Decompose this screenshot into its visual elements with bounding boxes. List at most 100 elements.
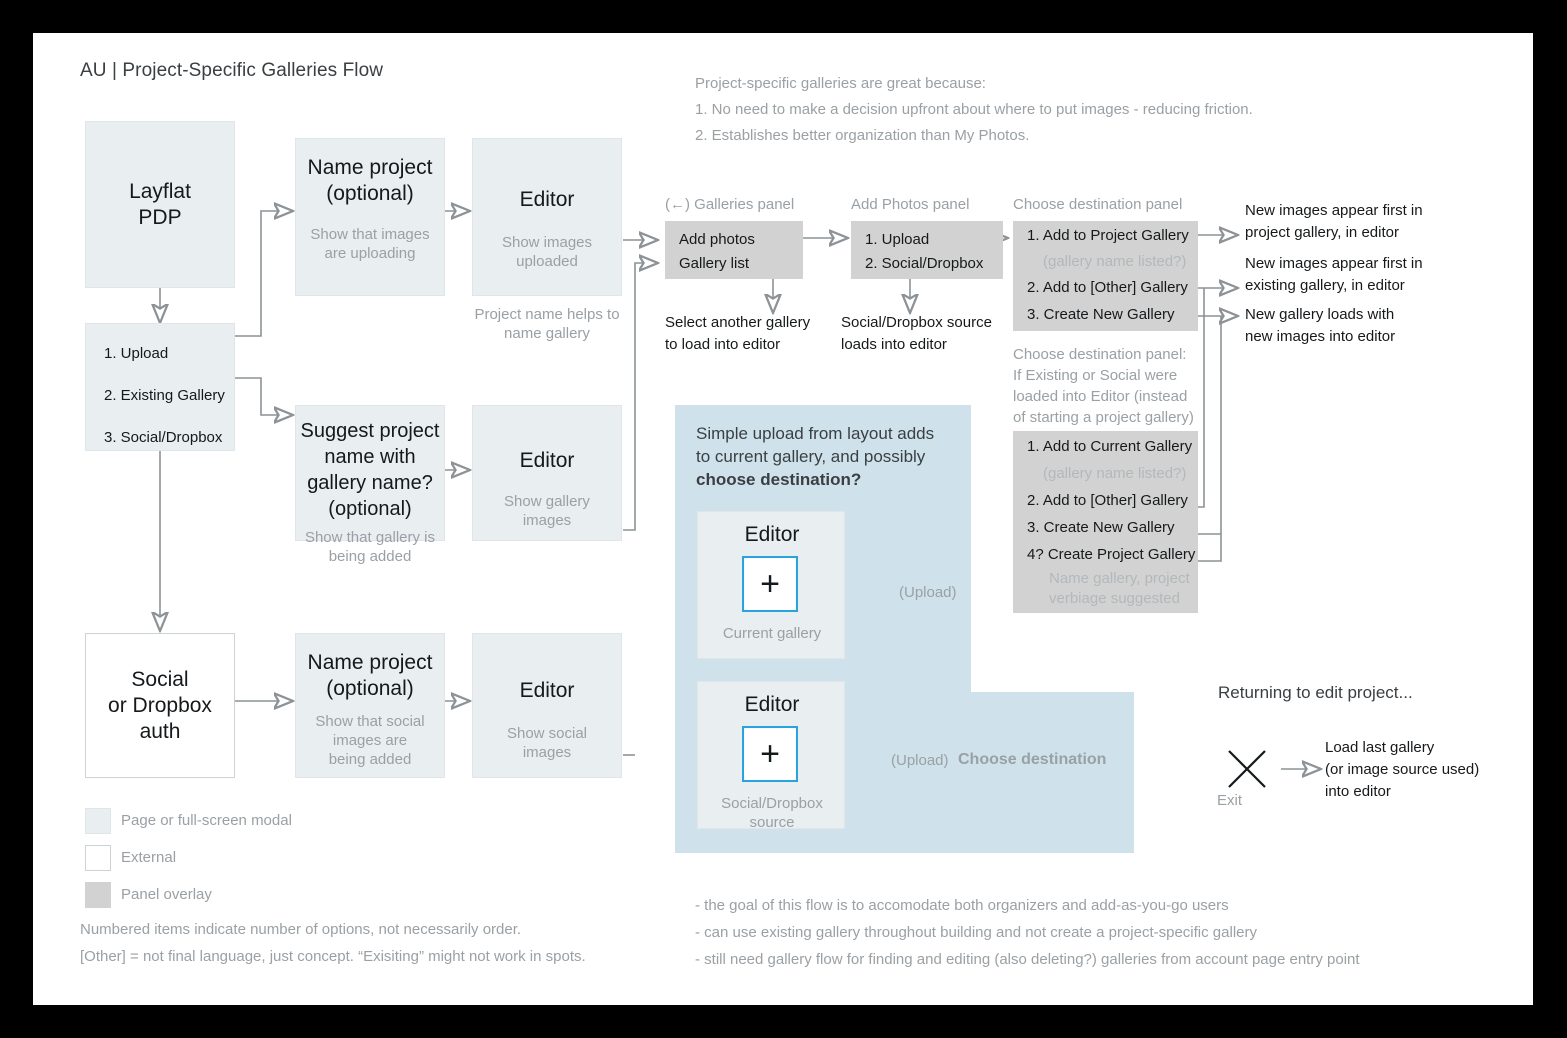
- galleries-panel-note-line2: to load into editor: [665, 336, 781, 353]
- simple-upload-heading-line2: to current gallery, and possibly: [696, 447, 926, 466]
- intro-line-2: 2. Establishes better organization than …: [695, 127, 1030, 144]
- simple-upload-card-2-caption: Social/Dropbox source: [721, 795, 823, 831]
- plus-icon-2: +: [760, 735, 780, 773]
- plus-icon-1: +: [760, 565, 780, 603]
- node-name-project-upload-sub-line2: are uploading: [324, 245, 416, 262]
- returning-heading: Returning to edit project...: [1218, 683, 1413, 702]
- node-editor-upload[interactable]: Editor Show images uploaded: [472, 138, 622, 296]
- simple-upload-card-social-source[interactable]: Editor + Social/Dropbox source: [697, 681, 845, 831]
- add-photos-panel-item-social[interactable]: 2. Social/Dropbox: [865, 255, 984, 272]
- outcome-2-line2: existing gallery, in editor: [1245, 277, 1405, 294]
- simple-upload-card-1-caption: Current gallery: [722, 625, 822, 642]
- node-name-project-upload-title-line1: Name project: [307, 156, 433, 179]
- legend-note-line2: [Other] = not final language, just conce…: [80, 948, 586, 965]
- node-name-project-social[interactable]: Name project (optional) Show that social…: [295, 633, 445, 778]
- intro-line-1: 1. No need to make a decision upfront ab…: [695, 101, 1253, 118]
- legend-swatch-panel: [85, 882, 111, 908]
- node-editor-gallery[interactable]: Editor Show gallery images: [472, 405, 622, 541]
- simple-upload-card-2-title: Editor: [744, 693, 800, 716]
- destination-b-item-create-project-sub-line1: Name gallery, project: [1049, 570, 1190, 587]
- node-social-auth-title-line2: or Dropbox: [108, 693, 212, 717]
- node-editor-upload-title: Editor: [519, 188, 575, 211]
- node-name-project-upload-sub-line1: Show that images: [310, 226, 430, 243]
- node-name-project-social-title-line2: (optional): [326, 677, 414, 700]
- add-photos-panel-item-upload[interactable]: 1. Upload: [865, 231, 930, 248]
- galleries-panel[interactable]: Add photos Gallery list: [665, 221, 803, 279]
- destination-b-item-current-gallery[interactable]: 1. Add to Current Gallery: [1027, 438, 1193, 455]
- legend-label-external: External: [121, 849, 177, 866]
- destination-panel-a[interactable]: 1. Add to Project Gallery (gallery name …: [1013, 221, 1198, 331]
- node-layflat-pdp-title-line1: Layflat: [129, 179, 191, 203]
- outcome-3-line2: new images into editor: [1245, 328, 1396, 345]
- destination-a-item-project-gallery[interactable]: 1. Add to Project Gallery: [1027, 227, 1189, 244]
- node-editor-social-sub-line2: images: [522, 744, 572, 761]
- destination-b-item-other-gallery[interactable]: 2. Add to [Other] Gallery: [1027, 492, 1188, 509]
- legend-label-page: Page or full-screen modal: [121, 812, 292, 829]
- footer-note-line2: - can use existing gallery throughout bu…: [695, 924, 1257, 941]
- destination-a-item-create-new[interactable]: 3. Create New Gallery: [1027, 306, 1175, 323]
- destination-b-item-create-project-sub-line2: verbiage suggested: [1049, 590, 1180, 607]
- node-editor-gallery-sub-line1: Show gallery: [504, 493, 590, 510]
- node-name-project-social-title-line1: Name project: [307, 651, 433, 674]
- node-suggest-title-line4: (optional): [328, 498, 412, 520]
- node-editor-upload-sub-line2: uploaded: [516, 253, 578, 270]
- node-editor-gallery-sub-line2: images: [522, 512, 572, 529]
- destination-b-item-create-new[interactable]: 3. Create New Gallery: [1027, 519, 1175, 536]
- node-suggest-title-line1: Suggest project: [300, 420, 440, 442]
- destination-b-item-create-project[interactable]: 4? Create Project Gallery: [1027, 546, 1196, 563]
- node-name-project-upload-title-line2: (optional): [326, 182, 414, 205]
- outcome-1-line1: New images appear first in: [1245, 202, 1423, 219]
- add-photo-plus-button-1[interactable]: +: [742, 556, 798, 612]
- add-photos-panel[interactable]: 1. Upload 2. Social/Dropbox: [851, 221, 1003, 279]
- node-social-auth-title-line1: Social: [131, 667, 189, 691]
- editor-upload-note-line1: Project name helps to: [474, 306, 620, 323]
- galleries-panel-note-line1: Select another gallery: [665, 314, 811, 331]
- intro-heading: Project-specific galleries are great bec…: [695, 75, 986, 92]
- returning-result-line1: Load last gallery: [1325, 739, 1435, 756]
- option-existing-gallery[interactable]: 2. Existing Gallery: [104, 387, 225, 404]
- simple-upload-heading-line1: Simple upload from layout adds: [696, 424, 935, 443]
- simple-upload-heading-line3: choose destination?: [696, 470, 862, 489]
- simple-upload-card-1-arrow-label: (Upload): [899, 584, 957, 601]
- node-name-project-social-sub-line3: being added: [328, 751, 412, 768]
- simple-upload-card-1-title: Editor: [744, 523, 800, 546]
- destination-panel-b-label-line1: Choose destination panel:: [1013, 346, 1187, 363]
- node-entry-options[interactable]: 1. Upload 2. Existing Gallery 3. Social/…: [85, 323, 235, 451]
- legend-swatch-page: [85, 808, 111, 834]
- node-name-project-social-sub-line1: Show that social: [315, 713, 425, 730]
- destination-panel-b-label-line3: loaded into Editor (instead: [1013, 388, 1188, 405]
- node-layflat-pdp[interactable]: Layflat PDP: [85, 121, 235, 288]
- destination-a-item-other-gallery[interactable]: 2. Add to [Other] Gallery: [1027, 279, 1188, 296]
- destination-panel-b[interactable]: 1. Add to Current Gallery (gallery name …: [1013, 431, 1198, 613]
- editor-upload-note-line2: name gallery: [504, 325, 590, 342]
- galleries-panel-item-gallery-list[interactable]: Gallery list: [679, 255, 750, 272]
- footer-note-line1: - the goal of this flow is to accomodate…: [695, 897, 1229, 914]
- add-photos-panel-label: Add Photos panel: [851, 196, 970, 213]
- node-name-project-social-sub-line2: images are: [332, 732, 408, 749]
- galleries-panel-label: (←) Galleries panel: [665, 196, 795, 213]
- option-social-dropbox[interactable]: 3. Social/Dropbox: [104, 429, 223, 446]
- outcome-1-line2: project gallery, in editor: [1245, 224, 1399, 241]
- node-suggest-project-name[interactable]: Suggest project name with gallery name? …: [295, 405, 445, 565]
- add-photos-panel-note-line1: Social/Dropbox source: [841, 314, 992, 331]
- galleries-panel-item-add-photos[interactable]: Add photos: [679, 231, 755, 248]
- node-social-dropbox-auth[interactable]: Social or Dropbox auth: [85, 633, 235, 778]
- outcome-3-line1: New gallery loads with: [1245, 306, 1395, 323]
- node-editor-social[interactable]: Editor Show social images: [472, 633, 622, 778]
- destination-panel-b-label-line4: of starting a project gallery): [1013, 409, 1194, 426]
- destination-b-item-current-gallery-sub: (gallery name listed?): [1043, 465, 1187, 482]
- node-suggest-title-line2: name with: [324, 446, 416, 468]
- add-photo-plus-button-2[interactable]: +: [742, 726, 798, 782]
- page-title: AU | Project-Specific Galleries Flow: [80, 60, 384, 81]
- node-suggest-sub-line1: Show that gallery is: [304, 529, 436, 546]
- footer-note-line3: - still need gallery flow for finding an…: [695, 951, 1360, 968]
- destination-panel-b-label-line2: If Existing or Social were: [1013, 367, 1178, 384]
- legend-note-line1: Numbered items indicate number of option…: [80, 921, 522, 938]
- returning-result-line2: (or image source used): [1325, 761, 1480, 778]
- legend-swatch-external: [85, 845, 111, 871]
- node-suggest-title-line3: gallery name?: [307, 472, 433, 494]
- outcome-2-line1: New images appear first in: [1245, 255, 1423, 272]
- simple-upload-card-current-gallery[interactable]: Editor + Current gallery: [697, 511, 845, 659]
- option-upload[interactable]: 1. Upload: [104, 345, 169, 362]
- node-name-project-upload[interactable]: Name project (optional) Show that images…: [295, 138, 445, 296]
